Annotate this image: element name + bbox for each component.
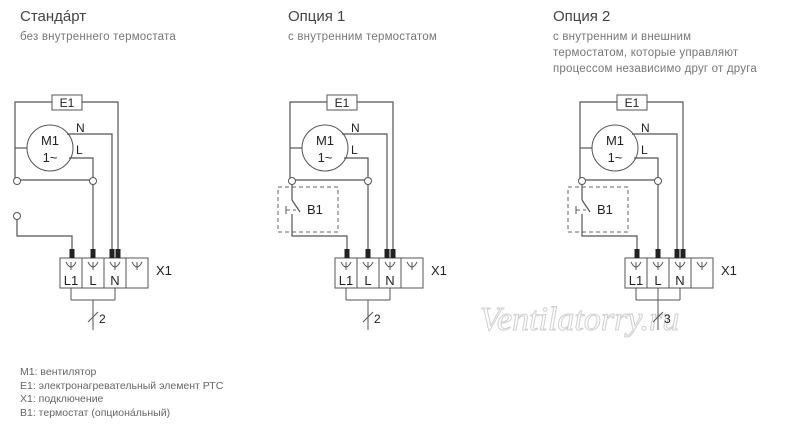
heater-label: E1 [335, 96, 350, 110]
subtitle-line: с внутренним термостатом [288, 31, 437, 43]
subtitle-line: без внутреннего термостата [20, 31, 176, 43]
terminal-pin [390, 249, 396, 258]
motor-l-wire [344, 157, 369, 180]
motor-n-wire [342, 133, 388, 253]
l1-wire [581, 226, 638, 253]
thermostat-b1-box [277, 186, 339, 233]
column-title-option1: Опция 1 [288, 8, 346, 25]
junction-dot [13, 177, 21, 185]
wire-n-label: N [76, 121, 85, 135]
thermostat-contact [291, 199, 301, 213]
motor-l-wire [69, 157, 94, 180]
motor-phase-label: 1~ [43, 150, 58, 165]
terminal-pin [674, 249, 680, 258]
heater-left-wire [579, 101, 617, 180]
terminal-label-l: L [364, 273, 371, 288]
legend-item-x1: X1: подключение [20, 393, 104, 405]
motor-n-wire [632, 133, 678, 253]
wire-n-label: N [351, 121, 360, 135]
terminal-label-l1: L1 [64, 273, 78, 288]
motor-l-wire [634, 157, 659, 180]
legend-item-e1: E1: электронагревательный элемент РТС [20, 379, 224, 392]
heater-left-wire [289, 101, 327, 180]
terminal-label-l1: L1 [629, 273, 643, 288]
terminal-pin [344, 249, 350, 258]
thermostat-label: B1 [307, 202, 323, 217]
cable-slash [87, 311, 99, 323]
thermostat-b1-box [567, 186, 629, 233]
cable-count-label: 2 [99, 312, 106, 326]
contact-dot [13, 212, 21, 220]
terminal-pin [365, 249, 371, 258]
wire-l-label: L [351, 143, 358, 157]
subtitle-line: термостатом, которые управляют [553, 47, 739, 59]
terminal-label-l1: L1 [339, 273, 353, 288]
legend: M1: вентилятор E1: электронагревательный… [20, 366, 223, 420]
legend-item-b1: B1: термостат (опциона́льный) [20, 406, 171, 419]
terminal-block-label: X1 [431, 263, 447, 278]
terminal-pin [90, 249, 96, 258]
motor-label: M1 [316, 133, 334, 148]
wire-l-label: L [641, 143, 648, 157]
cable-slash [362, 311, 374, 323]
junction-dot [288, 177, 296, 185]
terminal-pin [384, 249, 390, 258]
l1-wire [16, 219, 73, 253]
motor-label: M1 [41, 133, 59, 148]
watermark: Ventilatorry.ru [480, 301, 679, 338]
heater-label: E1 [60, 96, 75, 110]
subtitle-line: процессом независимо друг от друга [553, 63, 757, 75]
legend-item-m1: M1: вентилятор [20, 366, 97, 378]
terminal-pin [634, 249, 640, 258]
cable-slash [652, 311, 664, 323]
terminal-label-n: N [675, 273, 684, 288]
thermostat-contact [581, 199, 591, 213]
l1-wire [291, 226, 348, 253]
terminal-pin [109, 249, 115, 258]
heater-left-wire [14, 101, 52, 180]
terminal-label-n: N [110, 273, 119, 288]
wire-l-label: L [76, 143, 83, 157]
column-subtitle-standard: без внутреннего термостата [20, 29, 176, 45]
terminal-block-label: X1 [721, 263, 737, 278]
motor-label: M1 [606, 133, 624, 148]
cable-count-label: 2 [374, 312, 381, 326]
terminal-pin [69, 249, 75, 258]
junction-dot [89, 177, 97, 185]
wire-n-label: N [641, 121, 650, 135]
terminal-label-n: N [385, 273, 394, 288]
terminal-pin [655, 249, 661, 258]
heater-right-wire [82, 101, 119, 253]
terminal-pin [115, 249, 121, 258]
terminal-pin [680, 249, 686, 258]
junction-dot [578, 177, 586, 185]
terminal-label-l: L [89, 273, 96, 288]
column-subtitle-option2: с внутренним и внешним термостатом, кото… [553, 29, 757, 77]
column-title-option2: Опция 2 [553, 8, 611, 25]
motor-phase-label: 1~ [608, 150, 623, 165]
heater-label: E1 [625, 96, 640, 110]
heater-right-wire [647, 101, 684, 253]
junction-dot [364, 177, 372, 185]
terminal-block-label: X1 [156, 263, 172, 278]
heater-right-wire [357, 101, 394, 253]
thermostat-label: B1 [597, 202, 613, 217]
junction-dot [654, 177, 662, 185]
motor-phase-label: 1~ [318, 150, 333, 165]
subtitle-line: с внутренним и внешним [553, 31, 692, 43]
motor-n-wire [67, 133, 113, 253]
column-subtitle-option1: с внутренним термостатом [288, 29, 437, 45]
terminal-label-l: L [654, 273, 661, 288]
column-title-standard: Стандáрт [20, 8, 87, 25]
cable-count-label: 3 [664, 312, 671, 326]
